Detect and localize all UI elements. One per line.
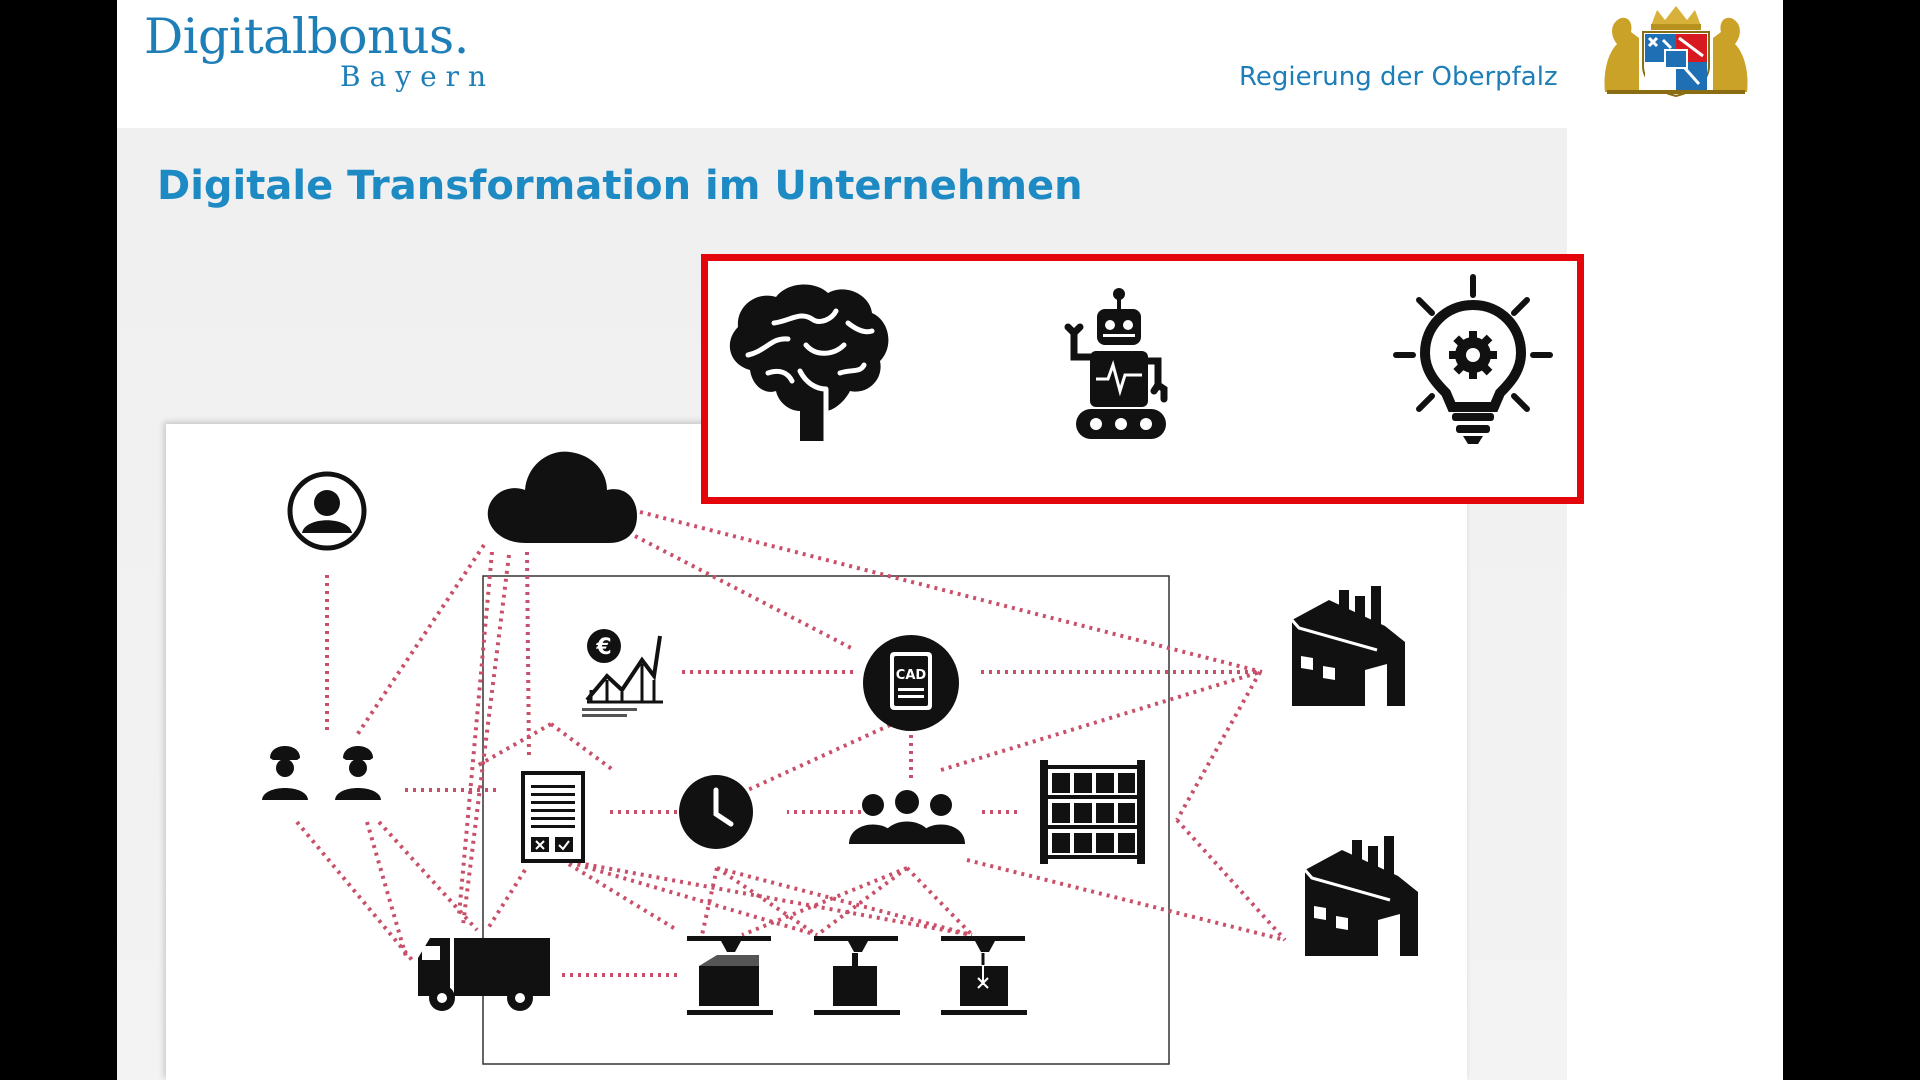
logo-sub-text: Bayern — [340, 60, 496, 93]
highlight-icons — [729, 274, 1553, 444]
cad-icon: CAD — [863, 635, 959, 731]
coat-of-arms-icon — [1604, 6, 1748, 98]
finance-chart-icon: € — [582, 629, 663, 717]
brain-icon — [729, 284, 889, 444]
printer-3d-icon — [687, 936, 773, 1015]
factory-icon — [1290, 586, 1405, 706]
printer-3d-icon — [814, 936, 900, 1015]
slide: Digitalbonus. Bayern Regierung der Oberp… — [117, 0, 1783, 1080]
cad-label: CAD — [896, 668, 927, 683]
lightbulb-gear-icon — [1393, 274, 1553, 444]
connector-lines — [295, 510, 1287, 977]
clock-icon — [679, 775, 753, 849]
transformation-diagram — [166, 424, 1467, 1080]
printer-3d-icon — [941, 936, 1027, 1015]
shelf-icon — [1040, 760, 1145, 864]
slide-title: Digitale Transformation im Unternehmen — [157, 163, 1083, 209]
document-icon — [521, 771, 585, 863]
team-icon — [849, 790, 965, 844]
cloud-icon — [487, 451, 637, 543]
diagram-layer: € CAD — [262, 451, 1418, 1065]
truck-icon — [418, 938, 550, 1011]
organization-name: Regierung der Oberpfalz — [1239, 62, 1558, 92]
euro-symbol: € — [595, 635, 611, 660]
robot-icon — [1064, 288, 1168, 439]
highlight-box — [701, 254, 1584, 504]
workers-icon — [262, 746, 381, 800]
user-icon — [287, 471, 367, 551]
inner-frame — [482, 575, 1170, 1065]
factory-icon — [1303, 836, 1418, 956]
digitalbonus-logo: Digitalbonus. Bayern — [144, 8, 496, 94]
logo-main-text: Digitalbonus. — [144, 8, 469, 65]
